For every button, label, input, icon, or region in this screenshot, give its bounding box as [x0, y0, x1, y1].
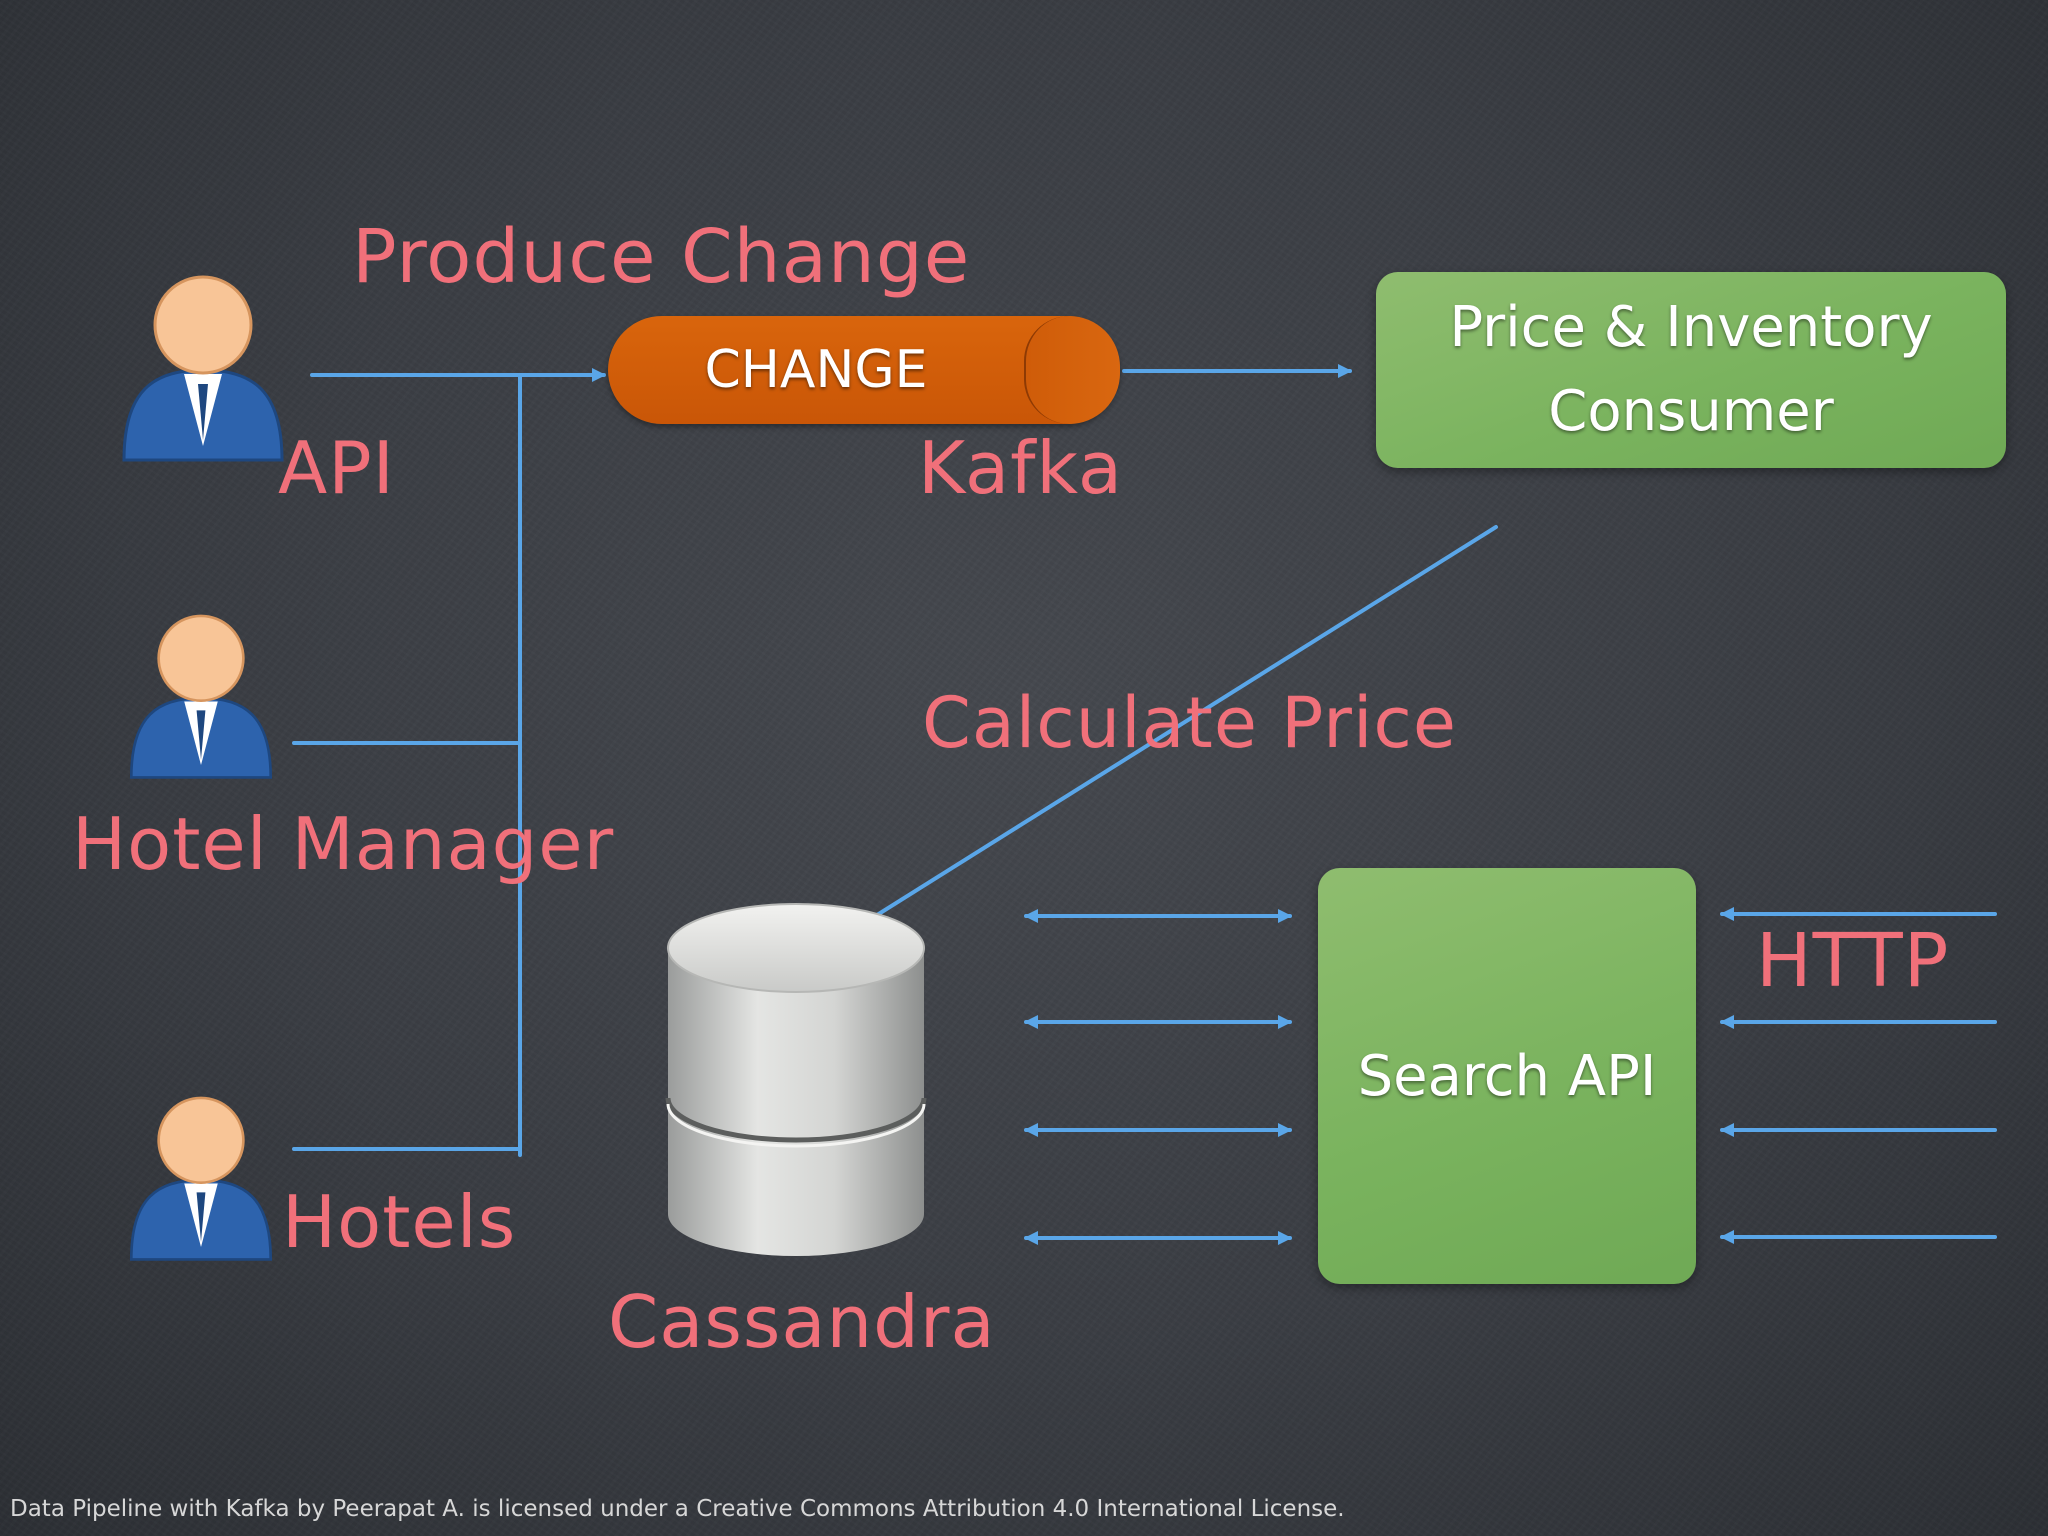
cassandra-label: Cassandra	[608, 1280, 996, 1364]
hotel-manager-label: Hotel Manager	[72, 802, 615, 886]
api-label: API	[278, 426, 395, 510]
person-icon	[129, 614, 273, 779]
hotels-label: Hotels	[282, 1180, 517, 1264]
kafka-topic-label: CHANGE	[704, 340, 928, 400]
search-api-label: Search API	[1357, 1043, 1657, 1109]
kafka-topic-cap	[1024, 316, 1120, 424]
consumer-box-line2: Consumer	[1548, 379, 1834, 444]
database-icon	[665, 903, 927, 1256]
search-api-box: Search API	[1318, 868, 1696, 1284]
price-inventory-consumer-box: Price & Inventory Consumer	[1376, 272, 2006, 468]
person-icon	[129, 1096, 273, 1261]
calculate-price-label: Calculate Price	[922, 682, 1457, 764]
kafka-label: Kafka	[918, 426, 1123, 510]
kafka-topic: CHANGE	[608, 316, 1120, 424]
calculate-price-arrow	[816, 525, 1498, 954]
consumer-box-line1: Price & Inventory	[1449, 295, 1933, 360]
license-footer: Data Pipeline with Kafka by Peerapat A. …	[10, 1496, 1345, 1522]
person-icon	[122, 275, 284, 462]
http-label: HTTP	[1756, 918, 1950, 1004]
produce-change-label: Produce Change	[352, 214, 971, 300]
